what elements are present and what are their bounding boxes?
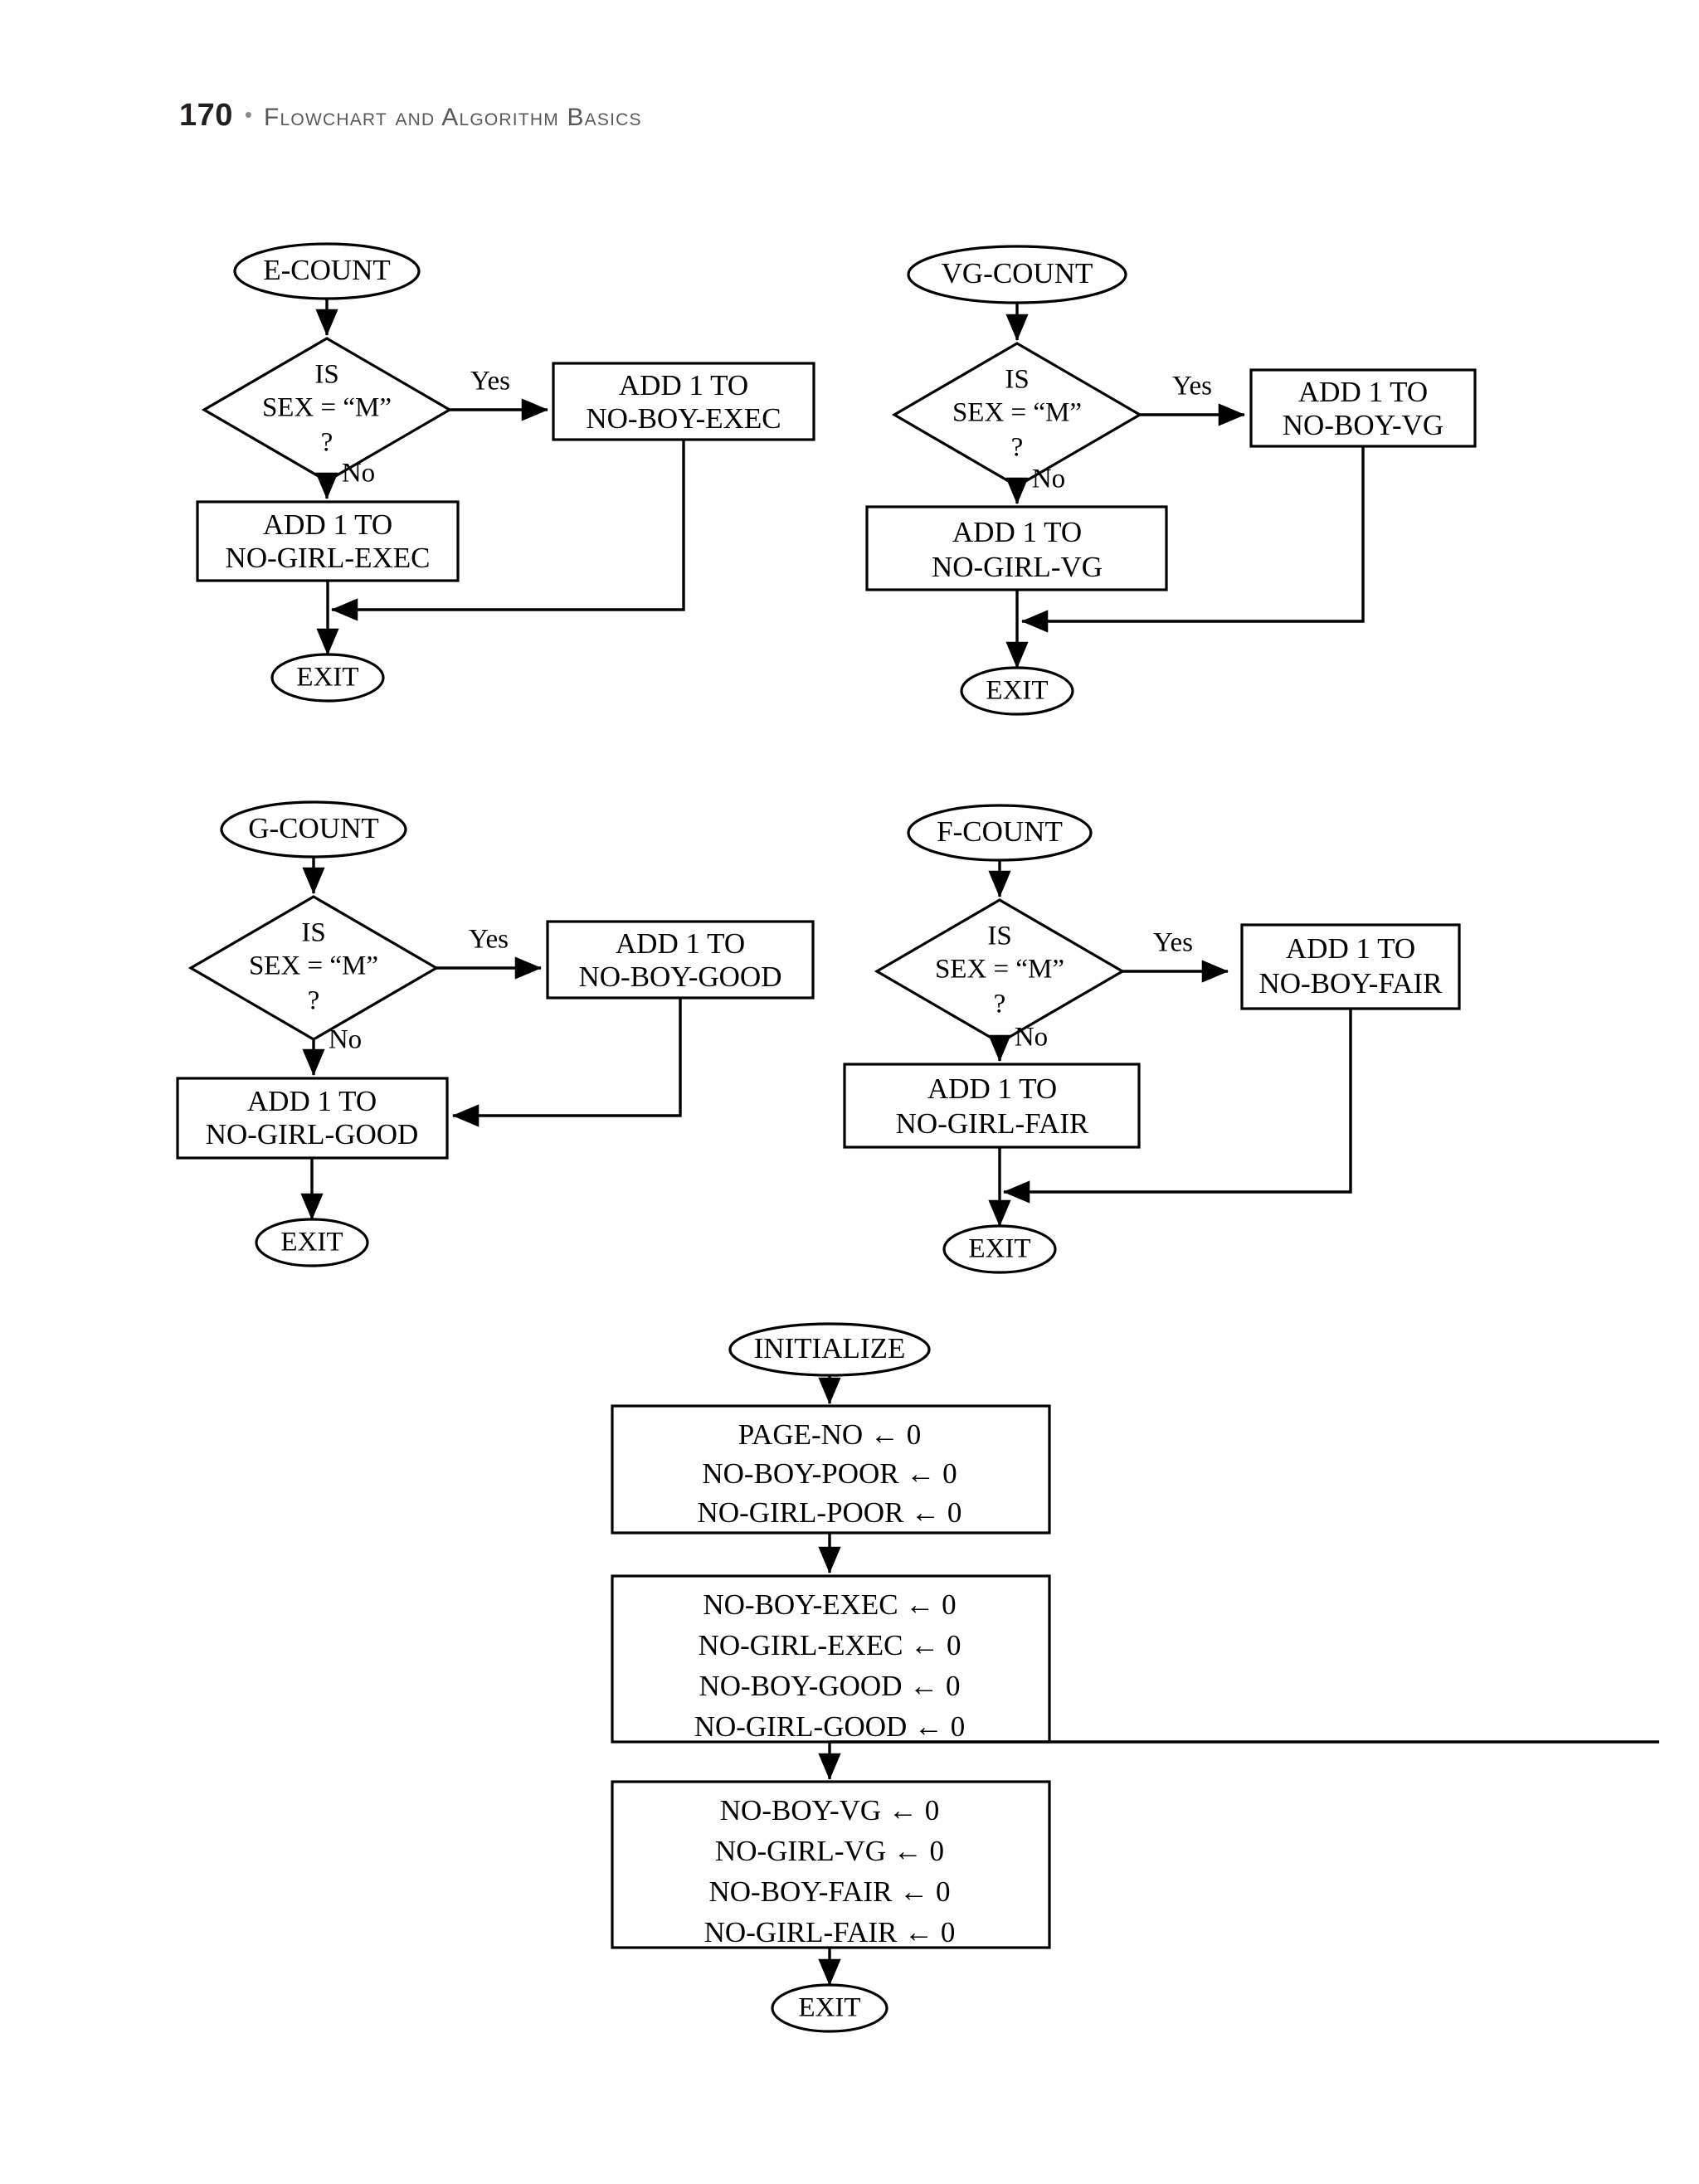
edge-label-yes-vg: Yes: [1172, 372, 1212, 401]
terminator-start-initialize-label: INITIALIZE: [754, 1332, 906, 1364]
process-initialize-box-3: [611, 1780, 1051, 1949]
terminator-exit-g-count: [255, 1218, 369, 1267]
process-initialize-box-2-line-4: NO-GIRL-GOOD ← 0: [694, 1710, 966, 1743]
process-no-boy-good-line2: NO-BOY-GOOD: [579, 961, 782, 993]
decision-g-count-line2: SEX = “M”: [249, 951, 378, 981]
process-initialize-box-3-line-1: NO-BOY-VG ← 0: [720, 1794, 939, 1826]
process-no-boy-good-line1: ADD 1 TO: [616, 927, 745, 960]
decision-e-count-line2: SEX = “M”: [262, 393, 392, 423]
edge-merge-return-e-count: [330, 440, 685, 621]
flowchart-vg-count: VG-COUNT IS SEX = “M” ? Yes ADD 1 TO NO-…: [865, 245, 1477, 716]
decision-e-count-line3: ?: [321, 428, 333, 458]
page-number: 170: [179, 98, 233, 133]
decision-f-count-line1: IS: [987, 922, 1011, 951]
terminator-start-e-count-label: E-COUNT: [263, 254, 391, 286]
process-initialize-box-1-line-3: NO-GIRL-POOR ← 0: [698, 1496, 962, 1529]
flowchart-g-count: G-COUNT IS SEX = “M” ? Yes ADD 1 TO NO-B…: [176, 800, 815, 1267]
edge-label-yes-e-count: Yes: [470, 367, 510, 396]
process-initialize-box-1-line-1: PAGE-NO ← 0: [738, 1418, 921, 1451]
process-no-boy-fair-line1: ADD 1 TO: [1286, 932, 1415, 965]
running-head: 170 • Flowchart and Algorithm Basics: [179, 98, 642, 134]
edge-label-no-vg: No: [1032, 465, 1065, 494]
process-no-girl-exec: [196, 500, 460, 582]
terminator-exit-vg-count: [960, 666, 1074, 716]
decision-f-count-line3: ?: [994, 990, 1006, 1019]
terminator-exit-e-count-label: EXIT: [296, 663, 358, 693]
edge-label-no-g: No: [329, 1025, 362, 1055]
process-no-boy-good: [546, 920, 815, 1000]
edge-label-yes-f: Yes: [1153, 928, 1193, 958]
edge-merge-return-g: [451, 998, 682, 1127]
terminator-exit-f-count-label: EXIT: [968, 1234, 1030, 1264]
edge-merge-return-vg: [1020, 446, 1365, 633]
terminator-start-vg-count-label: VG-COUNT: [942, 257, 1093, 289]
terminator-exit-f-count: [942, 1224, 1057, 1274]
process-no-girl-exec-line2: NO-GIRL-EXEC: [226, 542, 431, 574]
flowchart-f-count: F-COUNT IS SEX = “M” ? Yes ADD 1 TO NO-B…: [843, 804, 1461, 1274]
process-initialize-box-3-line-3: NO-BOY-FAIR ← 0: [708, 1875, 950, 1908]
decision-g-count-line3: ?: [308, 986, 320, 1016]
decision-g-count-line1: IS: [301, 918, 325, 948]
terminator-exit-vg-count-label: EXIT: [986, 676, 1048, 706]
process-initialize-box-3-line-4: NO-GIRL-FAIR ← 0: [704, 1916, 956, 1948]
process-no-girl-exec-line1: ADD 1 TO: [263, 508, 392, 541]
decision-vg-count-line3: ?: [1011, 433, 1024, 463]
process-no-boy-vg-line2: NO-BOY-VG: [1283, 409, 1443, 441]
process-initialize-box-2-line-2: NO-GIRL-EXEC ← 0: [699, 1629, 961, 1661]
process-no-boy-fair-line2: NO-BOY-FAIR: [1258, 967, 1443, 1000]
terminator-exit-e-count: [270, 653, 385, 703]
edge-label-no-f: No: [1015, 1023, 1048, 1053]
process-initialize-box-2-line-1: NO-BOY-EXEC ← 0: [703, 1588, 956, 1621]
process-no-boy-exec-line1: ADD 1 TO: [619, 369, 748, 401]
flowchart-initialize: INITIALIZE PAGE-NO ← 0 NO-BOY-POOR ← 0 N…: [611, 1322, 1659, 2033]
terminator-start-g-count-label: G-COUNT: [248, 812, 378, 844]
terminator-exit-initialize: [771, 1983, 888, 2033]
decision-vg-count-line1: IS: [1005, 365, 1029, 395]
process-initialize-box-2-line-3: NO-BOY-GOOD ← 0: [699, 1670, 961, 1702]
decision-f-count-line2: SEX = “M”: [935, 955, 1064, 985]
process-initialize-box-2: [611, 1574, 1051, 1744]
process-initialize-box-3-line-2: NO-GIRL-VG ← 0: [715, 1835, 944, 1867]
process-no-boy-exec-line2: NO-BOY-EXEC: [586, 402, 781, 435]
flowchart-e-count: E-COUNT IS SEX = “M” ? Yes ADD 1 TO NO-B…: [196, 242, 815, 703]
process-no-girl-fair-line1: ADD 1 TO: [927, 1073, 1057, 1105]
decision-vg-count-line2: SEX = “M”: [952, 398, 1082, 428]
process-no-girl-vg-line2: NO-GIRL-VG: [932, 551, 1103, 583]
terminator-start-f-count-label: F-COUNT: [937, 815, 1063, 848]
terminator-exit-g-count-label: EXIT: [280, 1228, 343, 1257]
process-no-girl-fair: [843, 1063, 1141, 1149]
process-no-girl-fair-line2: NO-GIRL-FAIR: [896, 1107, 1089, 1140]
decision-e-count-line1: IS: [314, 360, 338, 390]
process-no-girl-vg-line1: ADD 1 TO: [952, 516, 1082, 548]
edge-label-yes-g: Yes: [469, 925, 509, 955]
process-no-girl-good-line2: NO-GIRL-GOOD: [206, 1118, 419, 1150]
terminator-exit-initialize-label: EXIT: [798, 1993, 860, 2023]
process-no-girl-good-line1: ADD 1 TO: [247, 1085, 377, 1117]
process-initialize-box-1-line-2: NO-BOY-POOR ← 0: [702, 1457, 957, 1490]
edge-merge-return-f: [1002, 1009, 1352, 1204]
edge-label-no-e-count: No: [342, 459, 375, 489]
process-no-boy-vg-line1: ADD 1 TO: [1298, 376, 1428, 408]
process-no-boy-vg: [1249, 368, 1477, 448]
bullet-separator-icon: •: [244, 102, 253, 127]
chapter-title: Flowchart and Algorithm Basics: [264, 104, 642, 131]
